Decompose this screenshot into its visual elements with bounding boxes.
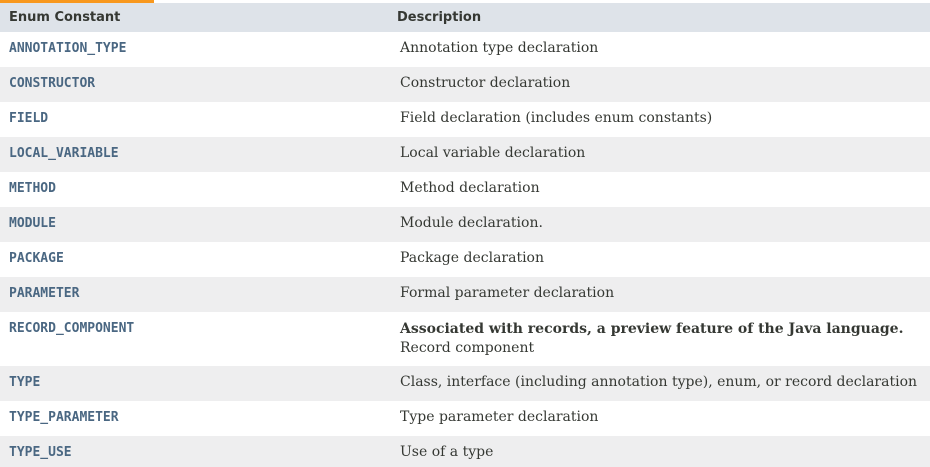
enum-constant-link[interactable]: ANNOTATION_TYPE: [0, 32, 391, 67]
enum-constant-link[interactable]: PACKAGE: [0, 242, 391, 277]
description-cell: Package declaration: [391, 242, 930, 277]
enum-constant-link[interactable]: TYPE_USE: [0, 436, 391, 467]
enum-constant-link[interactable]: FIELD: [0, 102, 391, 137]
enum-constant-link[interactable]: LOCAL_VARIABLE: [0, 137, 391, 172]
description-cell: Local variable declaration: [391, 137, 930, 172]
table-row: PACKAGE Package declaration: [0, 242, 930, 277]
table-row: TYPE_USE Use of a type: [0, 436, 930, 467]
table-row: TYPE Class, interface (including annotat…: [0, 366, 930, 401]
header-enum-constant: Enum Constant: [0, 3, 391, 32]
enum-constant-link[interactable]: CONSTRUCTOR: [0, 67, 391, 102]
header-description: Description: [391, 3, 930, 32]
table-row: ANNOTATION_TYPE Annotation type declarat…: [0, 32, 930, 67]
preview-feature-note: Associated with records, a preview featu…: [400, 321, 904, 337]
description-cell: Module declaration.: [391, 207, 930, 242]
description-text: Record component: [400, 340, 535, 356]
description-cell: Use of a type: [391, 436, 930, 467]
enum-constant-link[interactable]: TYPE_PARAMETER: [0, 401, 391, 436]
description-cell: Annotation type declaration: [391, 32, 930, 67]
table-row: CONSTRUCTOR Constructor declaration: [0, 67, 930, 102]
description-cell: Associated with records, a preview featu…: [391, 312, 930, 366]
enum-constant-link[interactable]: METHOD: [0, 172, 391, 207]
enum-constant-table: Enum Constant Description ANNOTATION_TYP…: [0, 3, 930, 467]
description-cell: Type parameter declaration: [391, 401, 930, 436]
tab-accent-bar: [0, 0, 154, 3]
table-row: MODULE Module declaration.: [0, 207, 930, 242]
enum-constant-link[interactable]: PARAMETER: [0, 277, 391, 312]
table-row: METHOD Method declaration: [0, 172, 930, 207]
table-header-row: Enum Constant Description: [0, 3, 930, 32]
enum-constant-link[interactable]: MODULE: [0, 207, 391, 242]
table-row: FIELD Field declaration (includes enum c…: [0, 102, 930, 137]
description-cell: Formal parameter declaration: [391, 277, 930, 312]
table-row: LOCAL_VARIABLE Local variable declaratio…: [0, 137, 930, 172]
description-cell: Method declaration: [391, 172, 930, 207]
table-row: TYPE_PARAMETER Type parameter declaratio…: [0, 401, 930, 436]
table-row: RECORD_COMPONENT Associated with records…: [0, 312, 930, 366]
table-row: PARAMETER Formal parameter declaration: [0, 277, 930, 312]
enum-constant-link[interactable]: RECORD_COMPONENT: [0, 312, 391, 366]
description-cell: Constructor declaration: [391, 67, 930, 102]
enum-constant-link[interactable]: TYPE: [0, 366, 391, 401]
description-cell: Class, interface (including annotation t…: [391, 366, 930, 401]
description-cell: Field declaration (includes enum constan…: [391, 102, 930, 137]
